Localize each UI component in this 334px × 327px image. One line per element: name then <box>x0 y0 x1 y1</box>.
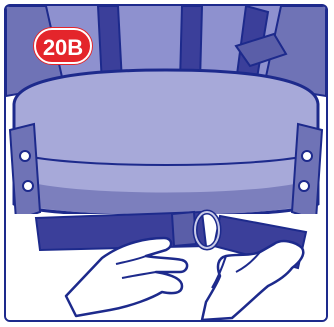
right-adjuster-screw-top <box>302 151 312 161</box>
right-adjuster-screw-bottom <box>299 181 309 191</box>
right-side-adjuster <box>292 124 322 220</box>
left-adjuster-screw-top <box>20 151 30 161</box>
left-adjuster-screw-bottom <box>23 181 33 191</box>
step-badge: 20B <box>34 28 92 64</box>
belt-clip <box>172 212 196 246</box>
left-side-adjuster <box>10 124 40 220</box>
instruction-illustration-frame: 20B <box>4 4 328 322</box>
